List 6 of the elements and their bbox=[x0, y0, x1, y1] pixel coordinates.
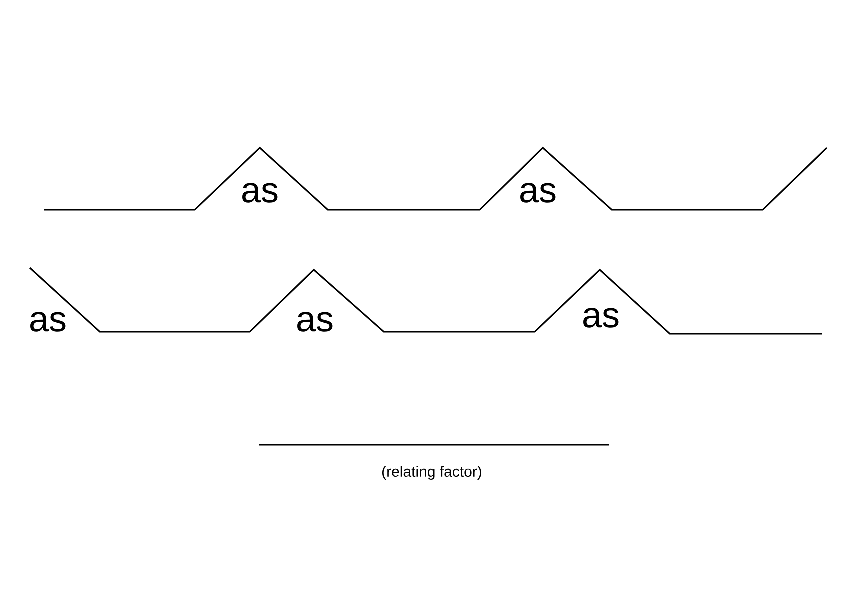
label-text: as bbox=[584, 308, 619, 328]
label-text: as bbox=[30, 312, 66, 332]
label-text: (relating factor) bbox=[382, 466, 482, 480]
label-text: as bbox=[298, 312, 333, 332]
label-text: as bbox=[520, 183, 556, 203]
label-text: as bbox=[242, 183, 278, 203]
